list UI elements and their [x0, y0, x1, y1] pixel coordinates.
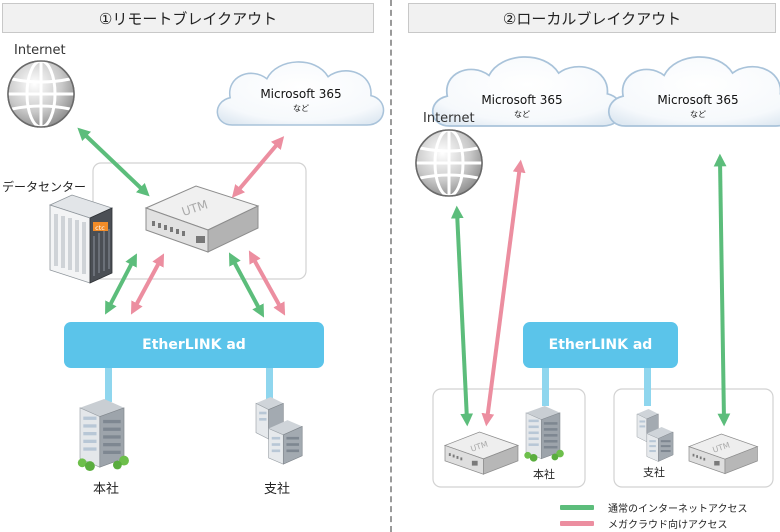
arrow-cloud-branch-utm: [713, 153, 731, 427]
left-panel-title: ①リモートブレイクアウト: [2, 3, 374, 33]
legend-green: 通常のインターネットアクセス: [560, 500, 748, 515]
left-hq-connector: [105, 368, 112, 402]
legend-pink-swatch: [560, 521, 594, 526]
arrow-internet-utm: [77, 127, 150, 197]
right-hq-frame: [432, 388, 586, 488]
right-arrows: [450, 153, 731, 427]
right-cloud-2-text: Microsoft 365 など: [643, 94, 753, 119]
right-internet-label: Internet: [423, 111, 475, 126]
arrow-bar-utm-green-1: [105, 253, 137, 315]
datacenter-logo-text: ctc: [95, 224, 105, 232]
arrow-cloud-utm: [231, 136, 285, 198]
arrow-internet-hq-utm: [450, 205, 474, 427]
right-branch-connector: [644, 368, 651, 406]
right-branch-label: 支社: [643, 466, 665, 479]
legend-pink-label: メガクラウド向けアクセス: [608, 520, 728, 531]
right-branch-building-icon: [636, 408, 674, 462]
datacenter-server-icon: [48, 194, 114, 284]
arrow-bar-utm-pink-2: [248, 250, 286, 316]
left-hq-building-icon: [77, 398, 130, 472]
legend-green-label: 通常のインターネットアクセス: [608, 504, 748, 515]
arrow-bar-utm-pink-1: [130, 253, 165, 315]
right-cloud-1-name: Microsoft 365: [481, 93, 563, 107]
right-branch-frame: [613, 388, 774, 488]
right-internet-globe-icon: [414, 128, 484, 198]
panel-divider: [390, 0, 392, 532]
right-hq-label: 本社: [533, 468, 555, 481]
left-branch-connector: [266, 368, 273, 402]
right-cloud-2-sub: など: [690, 109, 706, 119]
left-cloud-name: Microsoft 365: [260, 87, 342, 101]
left-branch-building-icon: [255, 396, 303, 465]
right-panel-title: ②ローカルブレイクアウト: [408, 3, 776, 33]
left-arrows: [77, 127, 286, 318]
right-hq-utm-icon: [444, 431, 519, 475]
left-internet-globe-icon: [6, 59, 76, 129]
left-hq-label: 本社: [93, 482, 120, 497]
left-branch-label: 支社: [264, 482, 291, 497]
right-branch-utm-icon: [688, 433, 758, 475]
right-cloud-1-text: Microsoft 365 など: [467, 94, 577, 119]
arrow-cloud-hq-utm: [481, 159, 526, 427]
left-internet-label: Internet: [14, 43, 66, 58]
legend-pink: メガクラウド向けアクセス: [560, 516, 728, 531]
right-hq-connector: [542, 368, 549, 406]
left-cloud-text: Microsoft 365 など: [246, 88, 356, 113]
right-cloud-2-name: Microsoft 365: [657, 93, 739, 107]
left-etherlink-bar: EtherLINK ad: [64, 322, 324, 368]
right-etherlink-bar: EtherLINK ad: [523, 322, 678, 368]
left-utm-icon: [144, 185, 260, 253]
left-cloud-sub: など: [293, 103, 309, 113]
right-hq-building-icon: [523, 405, 565, 463]
right-cloud-1-sub: など: [514, 109, 530, 119]
legend-green-swatch: [560, 505, 594, 510]
datacenter-label: データセンター: [2, 180, 87, 194]
